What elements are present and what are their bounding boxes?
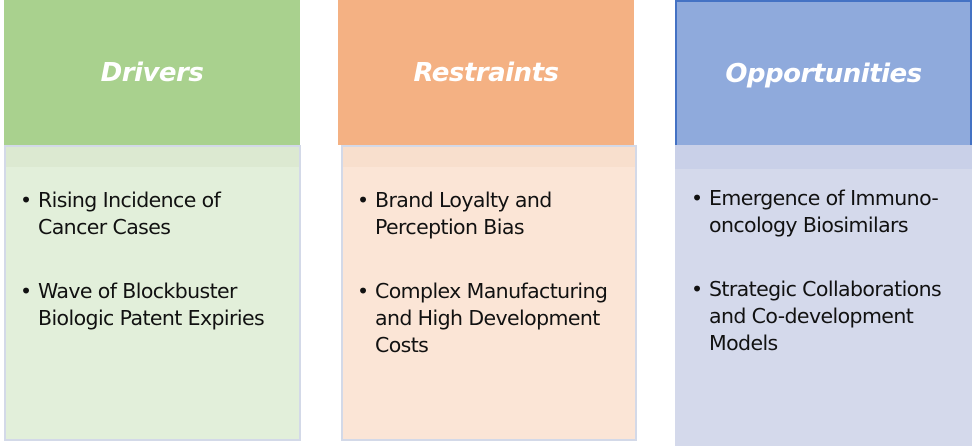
- drivers-title: Drivers: [100, 57, 204, 88]
- list-item: Complex Manufacturing and High Developme…: [357, 278, 621, 359]
- list-item: Brand Loyalty and Perception Bias: [357, 187, 621, 241]
- opportunities-header: Opportunities: [675, 0, 972, 145]
- drivers-body: Rising Incidence of Cancer Cases Wave of…: [4, 145, 301, 441]
- restraints-list: Brand Loyalty and Perception Bias Comple…: [357, 187, 621, 359]
- restraints-body: Brand Loyalty and Perception Bias Comple…: [341, 145, 637, 441]
- opportunities-list: Emergence of Immuno-oncology Biosimilars…: [691, 185, 958, 357]
- list-item: Strategic Collaborations and Co-developm…: [691, 276, 958, 357]
- opportunities-title: Opportunities: [725, 58, 922, 89]
- list-item: Wave of Blockbuster Biologic Patent Expi…: [20, 278, 285, 332]
- restraints-title: Restraints: [413, 57, 559, 88]
- list-item: Emergence of Immuno-oncology Biosimilars: [691, 185, 958, 239]
- opportunities-body: Emergence of Immuno-oncology Biosimilars…: [675, 145, 972, 446]
- restraints-header: Restraints: [338, 0, 634, 145]
- list-item: Rising Incidence of Cancer Cases: [20, 187, 285, 241]
- drivers-header: Drivers: [4, 0, 300, 145]
- drivers-list: Rising Incidence of Cancer Cases Wave of…: [20, 187, 285, 332]
